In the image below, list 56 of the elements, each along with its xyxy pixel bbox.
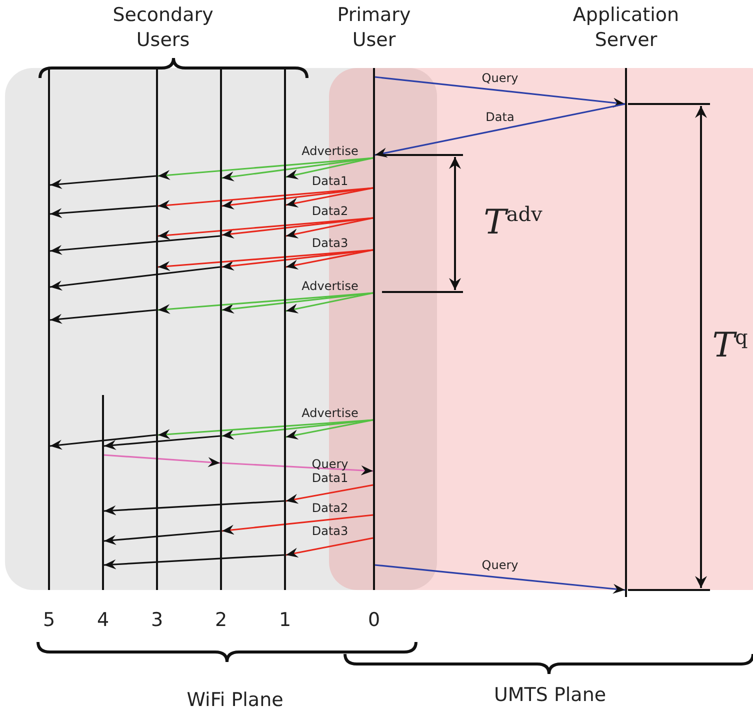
arrow <box>104 454 220 468</box>
arrow <box>222 514 374 535</box>
arrow <box>286 292 374 314</box>
participant-label: Primary User <box>336 3 412 53</box>
edge-label: Data2 <box>312 501 348 515</box>
arrow <box>158 217 374 240</box>
arrow <box>286 249 374 270</box>
arrow <box>158 187 374 210</box>
arrow <box>286 187 374 208</box>
arrow <box>158 292 374 314</box>
arrow <box>286 419 374 440</box>
arrow <box>222 462 374 476</box>
lifeline-number: 4 <box>96 608 110 633</box>
edge-label: Query <box>312 457 348 471</box>
edge-label: Data2 <box>312 204 348 218</box>
arrow <box>286 157 374 180</box>
arrow <box>286 217 374 238</box>
arrow <box>50 266 220 291</box>
interval-label: T$^{q}$ <box>711 325 749 366</box>
lifeline-number: 3 <box>150 608 164 633</box>
arrow <box>50 205 156 218</box>
arrow <box>286 484 374 504</box>
arrow <box>286 537 374 558</box>
arrow <box>158 157 374 180</box>
edge-label: Advertise <box>302 144 358 158</box>
participant-label: Application Server <box>572 3 680 53</box>
lifeline-number: 5 <box>42 608 56 633</box>
group-label: Secondary Users <box>112 3 214 53</box>
edge-label: Query <box>482 558 518 572</box>
arrow <box>158 249 374 272</box>
arrow <box>104 554 284 570</box>
edge-label: Data3 <box>312 236 348 250</box>
arrow <box>50 434 156 450</box>
lifeline-number: 0 <box>366 608 382 633</box>
edge-label: Data3 <box>312 524 348 538</box>
arrow <box>104 500 284 516</box>
arrow <box>50 175 156 189</box>
plane-label: WiFi Plane <box>186 688 284 713</box>
arrow <box>104 530 220 545</box>
arrow <box>374 76 626 108</box>
lifeline-number: 1 <box>278 608 292 633</box>
interval-label: T$^{adv}$ <box>482 202 544 242</box>
arrow <box>50 309 156 324</box>
edge-label: Query <box>482 70 518 84</box>
lifeline-number: 2 <box>214 608 228 633</box>
edge-label: Data <box>486 110 514 124</box>
edge-label: Data1 <box>312 471 348 485</box>
arrow <box>50 235 220 255</box>
arrow <box>374 103 626 158</box>
edge-label: Advertise <box>302 406 358 420</box>
arrow <box>374 564 626 594</box>
arrow <box>104 435 220 450</box>
edge-label: Data1 <box>312 174 348 188</box>
arrow <box>158 419 374 440</box>
edge-label: Advertise <box>302 279 358 293</box>
plane-label: UMTS Plane <box>492 683 608 708</box>
